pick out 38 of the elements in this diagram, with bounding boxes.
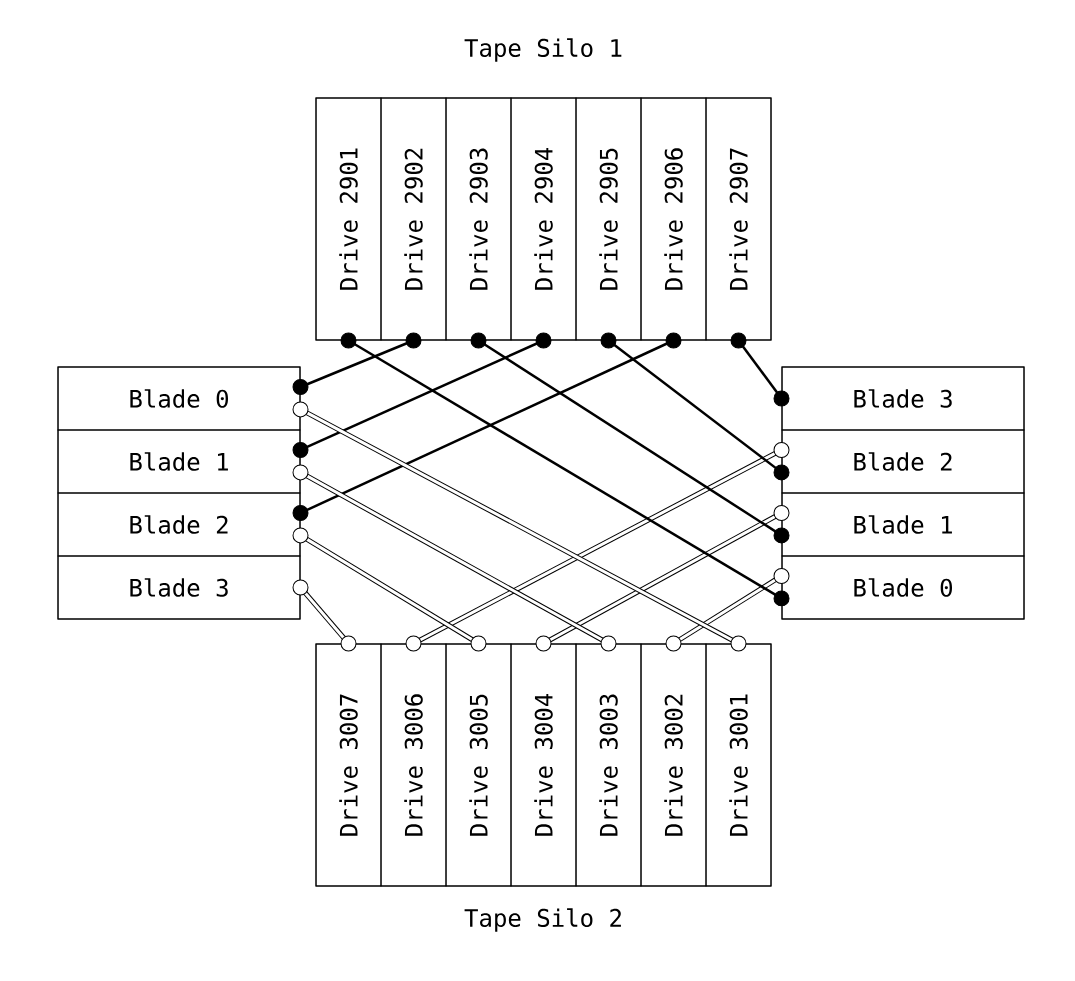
connector [292, 401, 747, 652]
blade-box: Blade 1 [57, 429, 301, 494]
blade-box: Blade 2 [781, 429, 1025, 494]
connector [730, 332, 790, 407]
connector [405, 442, 790, 652]
drive-box: Drive 2904 [510, 97, 577, 341]
drive-box: Drive 2906 [640, 97, 707, 341]
connector [292, 332, 552, 458]
drive-box: Drive 2901 [315, 97, 382, 341]
blade-box: Blade 1 [781, 492, 1025, 557]
blade-box: Blade 0 [781, 555, 1025, 620]
blade-box: Blade 3 [781, 366, 1025, 431]
drive-box: Drive 2903 [445, 97, 512, 341]
drive-box: Drive 3004 [510, 643, 577, 887]
drive-box: Drive 3007 [315, 643, 382, 887]
drive-box: Drive 3003 [575, 643, 642, 887]
connector [340, 332, 790, 607]
blade-box: Blade 2 [57, 492, 301, 557]
connector [535, 505, 790, 652]
connector [292, 332, 422, 395]
connector [292, 332, 682, 521]
drive-box: Drive 2907 [705, 97, 772, 341]
drive-box: Drive 2902 [380, 97, 447, 341]
connector [292, 464, 617, 652]
silo-title: Tape Silo 2 [464, 908, 621, 932]
connector [292, 527, 487, 652]
connector [665, 568, 790, 652]
drive-box: Drive 2905 [575, 97, 642, 341]
drive-box: Drive 3002 [640, 643, 707, 887]
drive-box: Drive 3005 [445, 643, 512, 887]
drive-box: Drive 3006 [380, 643, 447, 887]
blade-box: Blade 0 [57, 366, 301, 431]
silo-title: Tape Silo 1 [464, 38, 622, 62]
drive-box: Drive 3001 [705, 643, 772, 887]
connector [600, 332, 790, 481]
blade-box: Blade 3 [57, 555, 301, 620]
connector [292, 579, 357, 652]
connector [470, 332, 790, 544]
